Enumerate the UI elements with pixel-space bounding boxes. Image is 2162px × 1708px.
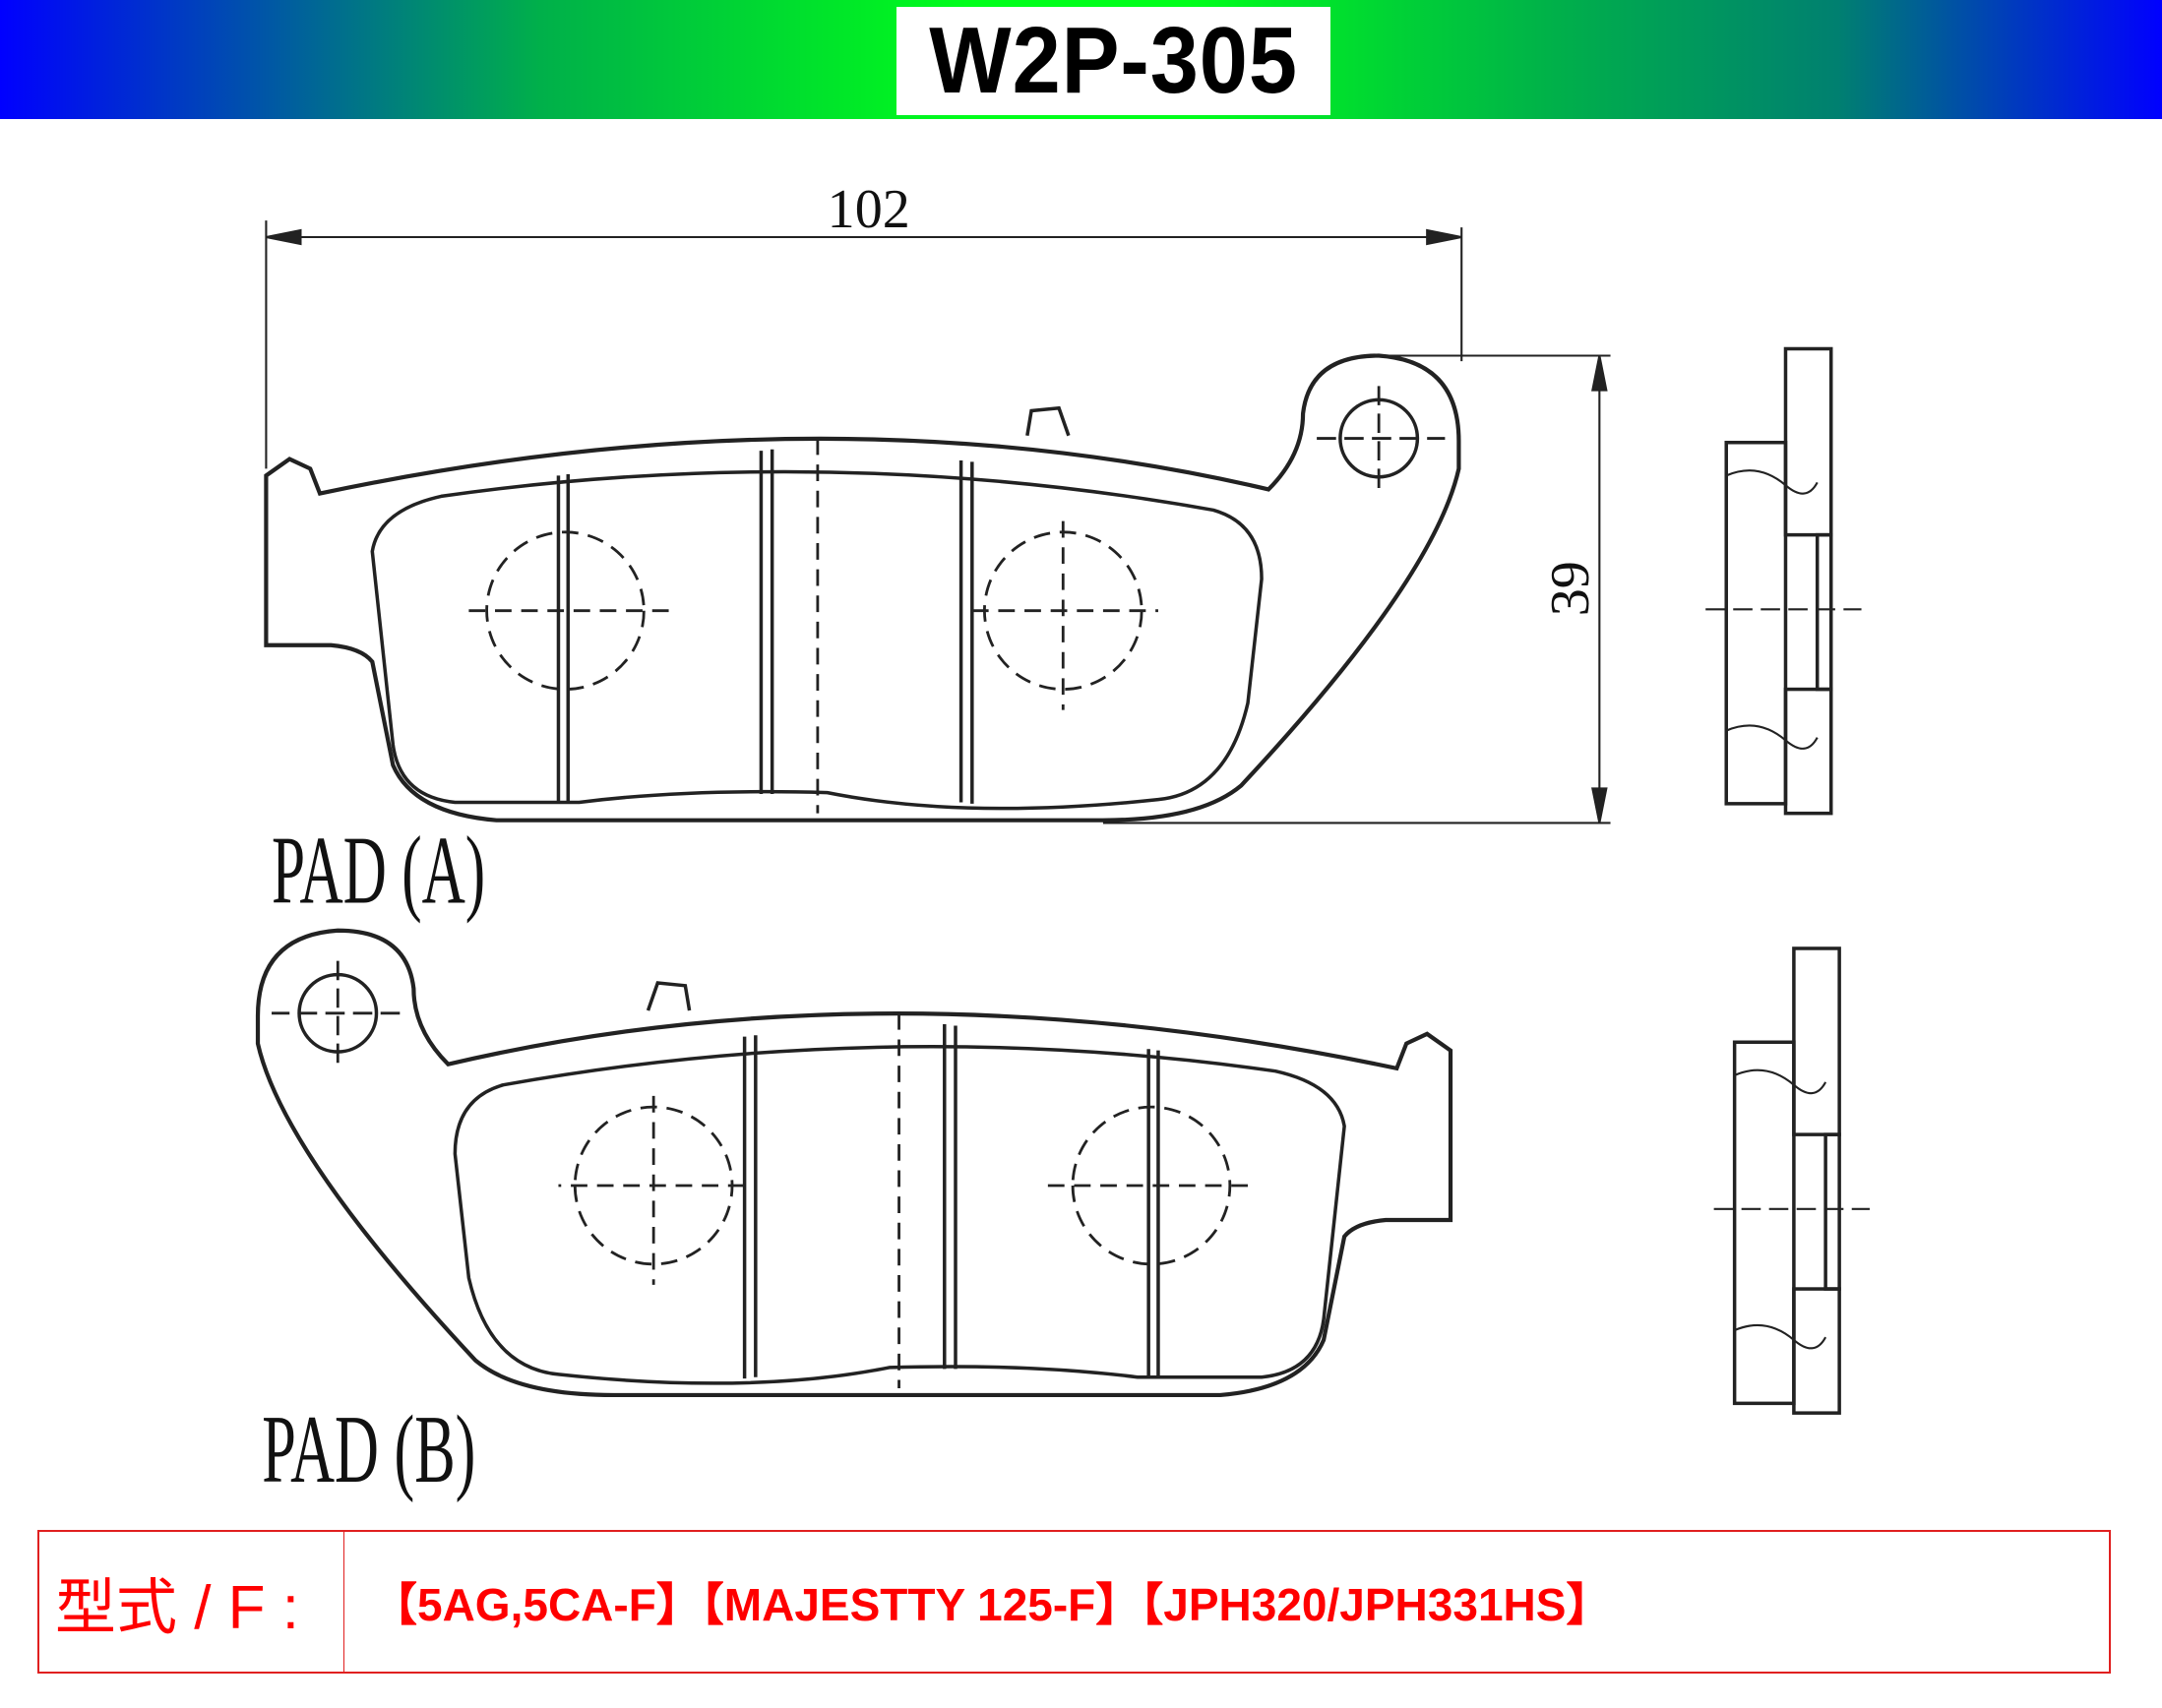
product-code-title: W2P-305 [929, 8, 1298, 113]
pad-a-outline [264, 353, 1461, 823]
pad-b-outline [258, 931, 1451, 1395]
model-type-label: 型式 / F : [39, 1532, 344, 1672]
title-box: W2P-305 [896, 7, 1330, 115]
pad-b-label: PAD (B) [262, 1397, 475, 1503]
model-spec-table: 型式 / F : 【5AG,5CA-F】【MAJESTTY 125-F】【JPH… [37, 1530, 2111, 1674]
width-dimension: 102 [828, 179, 910, 240]
pad-b-side-view [1714, 948, 1870, 1413]
compatible-models: 【5AG,5CA-F】【MAJESTTY 125-F】【JPH320/JPH33… [372, 1579, 1612, 1630]
height-dimension: 39 [1540, 561, 1601, 616]
pad-a-label: PAD (A) [272, 819, 485, 925]
pad-a-side-view [1705, 346, 1862, 816]
dimension-lines [265, 220, 1611, 824]
header-banner: W2P-305 [0, 0, 2162, 119]
